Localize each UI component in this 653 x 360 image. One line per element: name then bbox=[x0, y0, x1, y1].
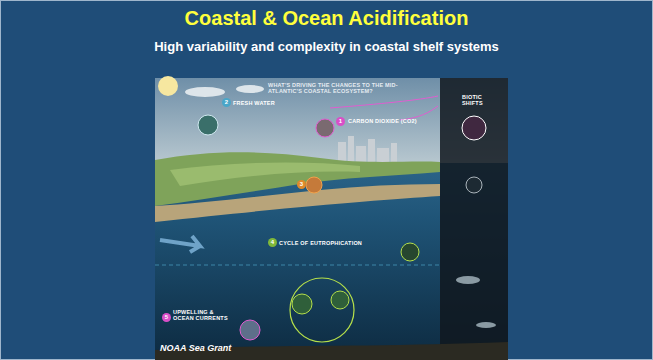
seafloor bbox=[155, 342, 508, 360]
sediment-icon bbox=[306, 177, 322, 193]
slide-subtitle: High variability and complexity in coast… bbox=[0, 39, 653, 54]
callout-number: 1 bbox=[336, 117, 345, 126]
leader-line bbox=[400, 106, 438, 120]
callout-number: 3 bbox=[297, 180, 306, 189]
eutrophication-cycle bbox=[290, 278, 354, 342]
ocean bbox=[155, 78, 508, 360]
co2-icon bbox=[316, 119, 334, 137]
driver-label: UPWELLING & OCEAN CURRENTS bbox=[173, 309, 233, 322]
upwelling-icon bbox=[240, 320, 260, 340]
credit-label: NOAA Sea Grant bbox=[160, 343, 231, 353]
driver-label: FRESH WATER bbox=[233, 100, 275, 106]
driver-label: BIOTIC SHIFTS bbox=[462, 94, 502, 107]
plankton-icon bbox=[292, 294, 312, 314]
plankton-icon bbox=[331, 291, 349, 309]
shore bbox=[155, 184, 440, 222]
callout-number: 4 bbox=[268, 238, 277, 247]
driver-label: CYCLE OF EUTROPHICATION bbox=[279, 240, 362, 246]
cloud bbox=[185, 87, 225, 97]
marsh bbox=[170, 163, 360, 186]
leader-line bbox=[330, 96, 438, 108]
cloud bbox=[236, 85, 264, 93]
pycnocline bbox=[155, 265, 440, 266]
freshwater-icon bbox=[198, 115, 218, 135]
current-arrow bbox=[160, 236, 200, 252]
biotic-icon bbox=[466, 177, 482, 193]
slide-title: Coastal & Ocean Acidification bbox=[0, 7, 653, 30]
biotic-icon bbox=[462, 116, 486, 140]
callout-number: 2 bbox=[222, 98, 231, 107]
sun bbox=[158, 76, 178, 96]
driver-label: CARBON DIOXIDE (CO2) bbox=[348, 118, 417, 124]
plankton-icon bbox=[401, 243, 419, 261]
fish bbox=[476, 322, 496, 328]
fish bbox=[456, 276, 480, 284]
callout-number: 5 bbox=[162, 313, 171, 322]
illustration-heading: WHAT'S DRIVING THE CHANGES TO THE MID-AT… bbox=[268, 82, 418, 95]
city-skyline bbox=[338, 136, 397, 162]
biotic-panel bbox=[440, 78, 508, 360]
